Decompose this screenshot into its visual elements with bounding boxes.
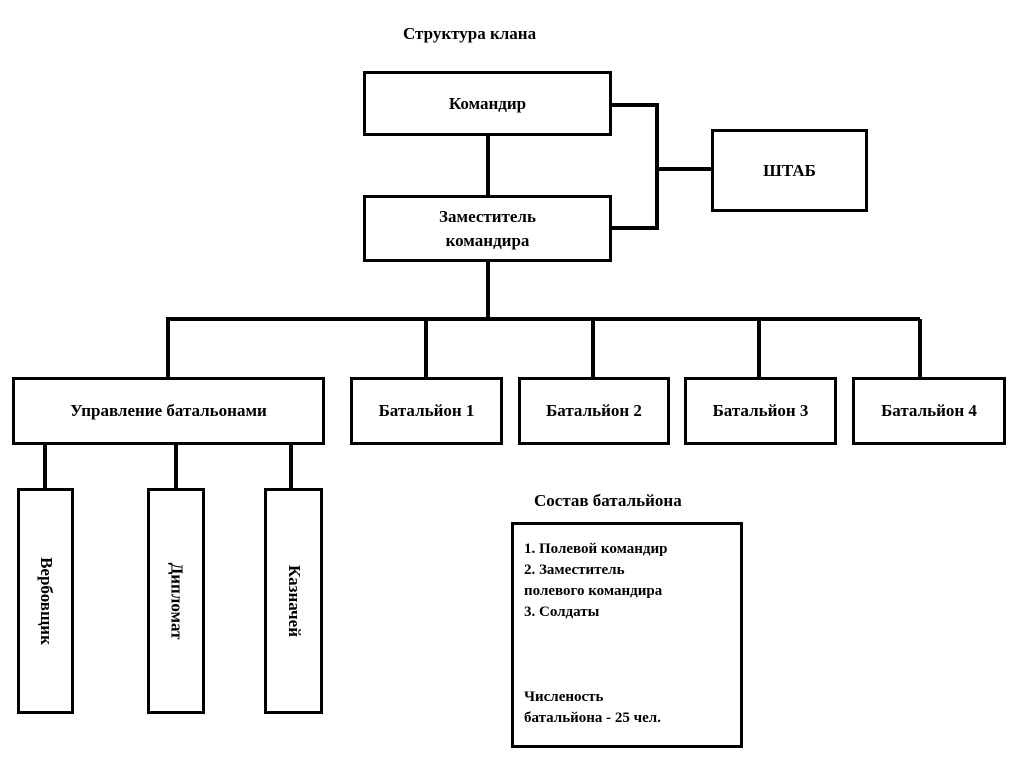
battalion-4-label: Батальйон 4 xyxy=(881,401,977,420)
headquarters-box: ШТАБ xyxy=(711,129,868,212)
composition-item-3: 3. Солдаты xyxy=(524,604,600,620)
recruiter-label: Вербовщик xyxy=(36,557,56,645)
commander-label: Командир xyxy=(448,93,527,113)
battalion-4-box: Батальйон 4 xyxy=(852,377,1006,445)
treasurer-label: Казначей xyxy=(284,565,304,637)
deputy-label-line2: командира xyxy=(445,230,530,250)
composition-item-2-cont: полевого командира xyxy=(524,583,663,599)
treasurer-box: Казначей xyxy=(264,488,323,714)
composition-spacer xyxy=(524,623,730,687)
composition-item-2: 2. Заместитель xyxy=(524,562,625,578)
diplomat-label: Дипломат xyxy=(167,562,186,640)
battalion-1-box: Батальйон 1 xyxy=(350,377,503,445)
battalion-3-label: Батальйон 3 xyxy=(712,401,809,420)
diagram-title: Структура клана xyxy=(403,24,537,43)
battalion-strength-line1: Численость xyxy=(524,689,604,705)
commander-box: Командир xyxy=(363,71,612,136)
diplomat-box: Дипломат xyxy=(147,488,205,714)
battalion-2-box: Батальйон 2 xyxy=(518,377,670,445)
deputy-label-line1: Заместитель xyxy=(439,206,536,226)
composition-item-1: 1. Полевой командир xyxy=(524,541,668,557)
battalion-1-label: Батальйон 1 xyxy=(378,401,475,420)
battalion-strength-line2: батальйона - 25 чел. xyxy=(524,710,661,726)
deputy-commander-box: Заместитель командира xyxy=(363,195,612,262)
battalion-management-label: Управление батальонами xyxy=(70,401,267,420)
battalion-2-label: Батальйон 2 xyxy=(546,401,642,420)
recruiter-box: Вербовщик xyxy=(17,488,74,714)
headquarters-label: ШТАБ xyxy=(763,160,816,180)
battalion-management-box: Управление батальонами xyxy=(12,377,325,445)
headquarters-bracket-line xyxy=(611,103,659,230)
battalion-composition-box: 1. Полевой командир 2. Заместитель полев… xyxy=(511,522,743,748)
battalion-composition-title: Состав батальйона xyxy=(534,491,682,510)
battalion-3-box: Батальйон 3 xyxy=(684,377,837,445)
